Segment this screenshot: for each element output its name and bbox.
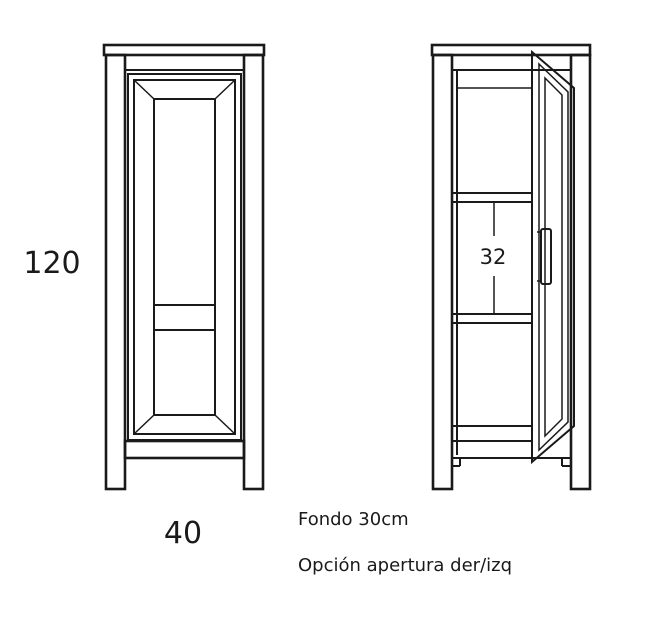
- front-view-cabinet: [102, 43, 266, 491]
- bevel-line: [214, 79, 236, 100]
- open-left-side: [431, 53, 454, 491]
- front-door-panel: [153, 98, 216, 416]
- open-door-panel: [544, 76, 563, 438]
- front-left-side: [104, 53, 127, 491]
- open-top-slab: [430, 43, 592, 57]
- depth-note: Fondo 30cm: [298, 509, 409, 530]
- shelf-spacing-dimension: 32: [480, 245, 507, 269]
- front-door: [127, 73, 242, 441]
- bevel-line: [133, 414, 155, 435]
- bevel-line: [214, 414, 236, 435]
- open-view-cabinet: [430, 43, 592, 491]
- front-base-rail: [123, 439, 246, 460]
- front-door-bevel: [133, 79, 236, 435]
- height-dimension: 120: [23, 246, 80, 281]
- opening-note: Opción apertura der/izq: [298, 555, 512, 576]
- front-right-side: [242, 53, 265, 491]
- width-dimension: 40: [164, 516, 202, 551]
- open-right-side: [569, 53, 592, 491]
- door-handle: [540, 228, 552, 285]
- open-door-frame: [538, 62, 569, 452]
- bevel-line: [133, 79, 155, 100]
- front-top-slab: [102, 43, 266, 57]
